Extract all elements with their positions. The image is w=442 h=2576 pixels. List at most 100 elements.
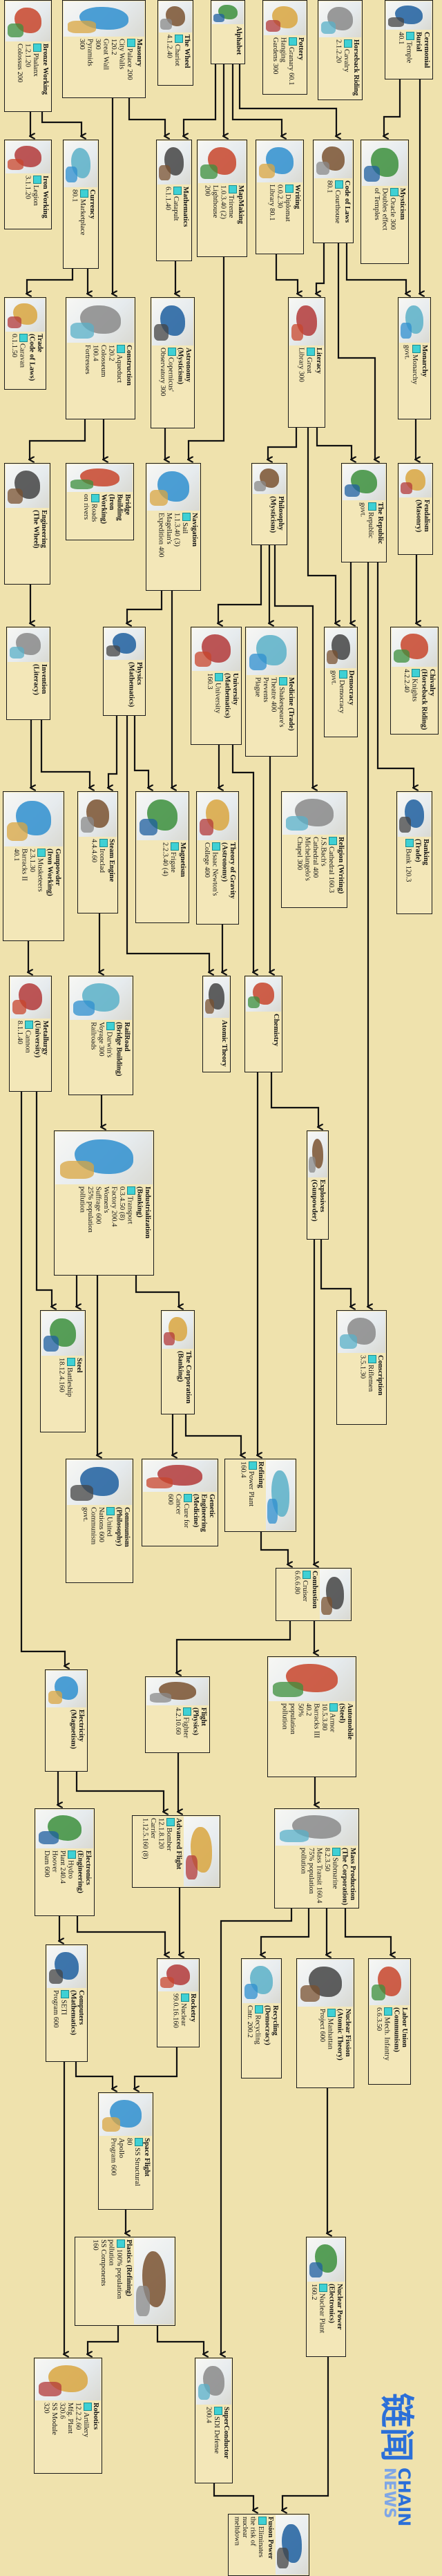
tech-illustration — [137, 793, 188, 840]
tech-text: Feudalism(Masonry) — [400, 500, 431, 553]
tech-node-explosives[interactable]: Explosives(Gunpowder) — [307, 1130, 329, 1240]
tech-title: Labor Union — [401, 2007, 408, 2047]
tech-node-physics[interactable]: Physics(Mathematics) — [103, 627, 146, 716]
tech-unlock-text: Suffrage 600 — [94, 1186, 102, 1224]
tech-node-the-corporation[interactable]: The Corporation(Banking) — [161, 1310, 195, 1414]
tech-unlock-text: Power Plant — [247, 1471, 256, 1507]
tech-node-feudalism[interactable]: Feudalism(Masonry) — [398, 463, 433, 555]
tech-node-banking[interactable]: Banking(Trade)Bank 120.3 — [396, 791, 432, 914]
tech-node-philosophy[interactable]: Philosophy(Mysticism) — [251, 463, 287, 545]
tech-illustration — [67, 1460, 132, 1505]
tech-prerequisite: (Banking) — [135, 1186, 144, 1218]
tech-node-astronomy[interactable]: Astronomy(Mysticism)Copernicus'Observato… — [151, 297, 195, 428]
tech-unlock-first: Republic — [367, 502, 376, 560]
tech-unlock-text: Submarine 8.2.3.50 — [323, 1848, 339, 1889]
tech-unlock-text: Library 80.1 — [268, 184, 276, 221]
illustration-shape — [160, 18, 173, 30]
illustration-shape — [345, 484, 360, 497]
tech-node-theory-of-gravity[interactable]: Theory of Gravity(Astronomy)Isaac Newton… — [196, 791, 239, 925]
unit-icon — [183, 1707, 191, 1716]
tech-unlock-first: Isaac Newton's — [211, 842, 220, 922]
tech-unlock-text: Legion — [32, 185, 40, 206]
tech-unlock-first: Roads — [90, 494, 99, 538]
tech-unlock-first: Riflemen — [367, 1355, 376, 1423]
tech-node-invention[interactable]: Invention(Literacy) — [6, 627, 50, 720]
illustration-shape — [159, 164, 171, 180]
tech-node-genetic-engineering[interactable]: Genetic Engineering(Medicine)Cure for Ca… — [142, 1459, 218, 1546]
tech-illustration — [6, 464, 49, 508]
tech-unlock-first: Transport — [126, 1186, 135, 1273]
tech-unlock-first: University — [213, 673, 223, 743]
tech-title: Steam Engine — [108, 839, 115, 882]
tech-title: Feudalism — [423, 500, 430, 532]
tech-node-engineering[interactable]: Engineering(The Wheel) — [4, 463, 50, 585]
tech-node-mass-production[interactable]: Mass Production(The Corporation)Submarin… — [274, 1808, 359, 1909]
tech-unlock-text: 4.2.2.40 — [403, 669, 411, 693]
tech-node-electricity[interactable]: Electricity(Magnetism) — [45, 1669, 88, 1772]
illustration-shape — [388, 17, 405, 27]
tech-unlock-first: Nuclear Plant — [318, 2284, 327, 2355]
tech-illustration — [264, 1, 306, 35]
tech-node-atomic-theory[interactable]: Atomic Theory — [202, 976, 231, 1072]
tech-node-alphabet[interactable]: Alphabet — [211, 0, 245, 64]
unit-icon — [68, 1850, 76, 1859]
tech-unlock-text: 8.1.1.40 — [16, 1021, 24, 1045]
tech-node-chemistry[interactable]: Chemistry — [244, 976, 282, 1072]
unit-icon — [106, 1022, 115, 1030]
tech-illustration — [67, 299, 134, 343]
